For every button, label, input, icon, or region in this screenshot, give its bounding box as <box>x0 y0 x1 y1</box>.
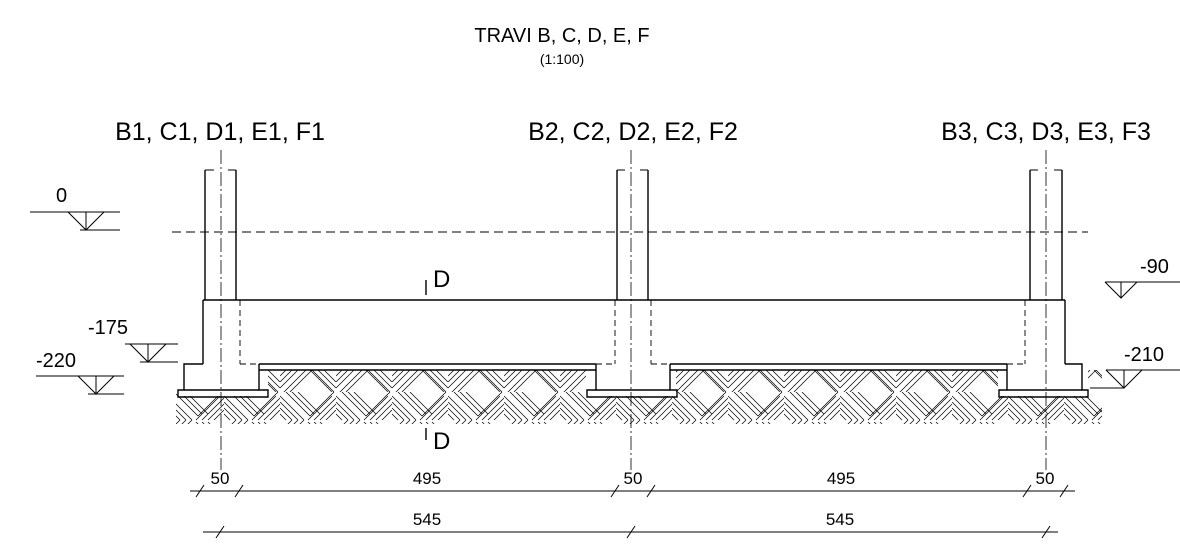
dim-row1-seg3: 50 <box>624 469 643 488</box>
drawing-title: TRAVI B, C, D, E, F <box>474 25 649 47</box>
column-left <box>204 169 237 300</box>
foundation-beam <box>202 299 1066 371</box>
elevation-beam-top-label: -90 <box>1140 256 1169 278</box>
dimension-row-1: 50 495 50 495 50 <box>190 469 1075 498</box>
footing-left <box>177 363 269 398</box>
dim-row2-seg1: 545 <box>413 510 441 529</box>
footing-right <box>998 363 1089 398</box>
dim-row2-seg2: 545 <box>826 510 854 529</box>
dim-row1-seg4: 495 <box>827 469 855 488</box>
dim-row1-seg1: 50 <box>211 469 230 488</box>
dimension-row-2: 545 545 <box>203 510 1058 539</box>
column-label-right: B3, C3, D3, E3, F3 <box>941 118 1151 146</box>
elevation-footing-right: -210 <box>1090 344 1180 389</box>
section-mark-top: D <box>425 266 450 295</box>
column-label-left: B1, C1, D1, E1, F1 <box>115 118 325 146</box>
drawing-scale: (1:100) <box>540 51 584 67</box>
section-letter-bottom: D <box>433 428 450 455</box>
column-middle <box>616 169 649 300</box>
elevation-ground: 0 <box>30 185 120 231</box>
section-mark-bottom: D <box>425 428 450 455</box>
elevation-beam-bottom-label: -175 <box>88 317 128 339</box>
elevation-footing-right-label: -210 <box>1124 344 1164 366</box>
dim-row1-seg2: 495 <box>413 469 441 488</box>
footing-middle <box>586 364 678 398</box>
elevation-beam-top: -90 <box>1104 256 1180 299</box>
column-label-middle: B2, C2, D2, E2, F2 <box>528 118 738 146</box>
column-right <box>1029 169 1063 300</box>
elevation-beam-bottom: -175 <box>88 317 178 363</box>
elevation-footing-left: -220 <box>36 350 124 395</box>
section-letter-top: D <box>433 266 450 293</box>
elevation-footing-left-label: -220 <box>36 350 76 372</box>
elevation-ground-label: 0 <box>56 185 67 207</box>
dim-row1-seg5: 50 <box>1036 469 1055 488</box>
